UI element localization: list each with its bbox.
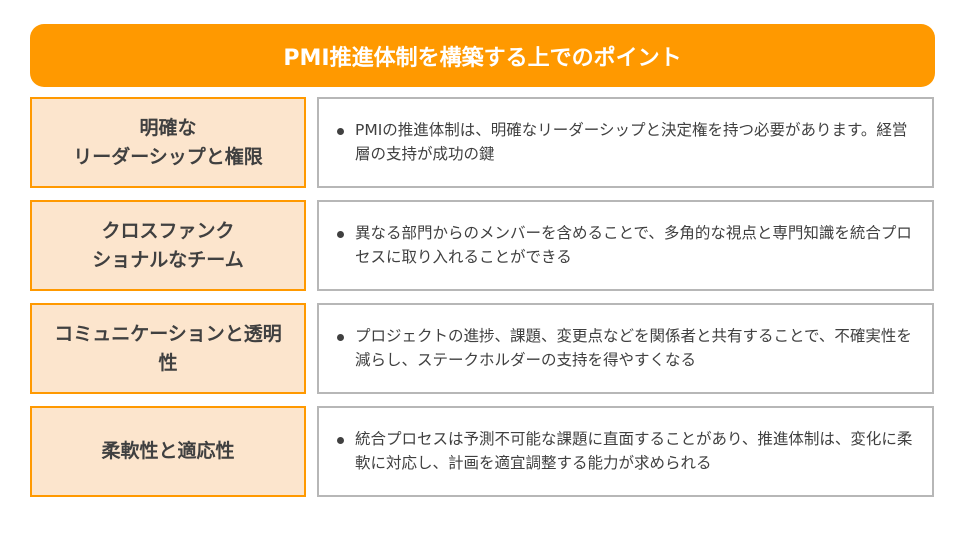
- point-row: 明確な リーダーシップと権限 PMIの推進体制は、明確なリーダーシップと決定権を…: [30, 97, 935, 188]
- bullet-item: PMIの推進体制は、明確なリーダーシップと決定権を持つ必要があります。経営層の支…: [337, 119, 932, 166]
- point-description: PMIの推進体制は、明確なリーダーシップと決定権を持つ必要があります。経営層の支…: [317, 97, 934, 188]
- point-description: 統合プロセスは予測不可能な課題に直面することがあり、推進体制は、変化に柔軟に対応…: [317, 406, 934, 497]
- point-description: プロジェクトの進捗、課題、変更点などを関係者と共有することで、不確実性を減らし、…: [317, 303, 934, 394]
- point-label: 柔軟性と適応性: [30, 406, 306, 497]
- point-label: クロスファンク ショナルなチーム: [30, 200, 306, 291]
- bullet-item: プロジェクトの進捗、課題、変更点などを関係者と共有することで、不確実性を減らし、…: [337, 325, 932, 372]
- bullet-item: 異なる部門からのメンバーを含めることで、多角的な視点と専門知識を統合プロセスに取…: [337, 222, 932, 269]
- point-row: コミュニケーションと透明 性 プロジェクトの進捗、課題、変更点などを関係者と共有…: [30, 303, 935, 394]
- bullet-item: 統合プロセスは予測不可能な課題に直面することがあり、推進体制は、変化に柔軟に対応…: [337, 428, 932, 475]
- point-label: コミュニケーションと透明 性: [30, 303, 306, 394]
- slide-title: PMI推進体制を構築する上でのポイント: [30, 24, 935, 87]
- point-description: 異なる部門からのメンバーを含めることで、多角的な視点と専門知識を統合プロセスに取…: [317, 200, 934, 291]
- point-label: 明確な リーダーシップと権限: [30, 97, 306, 188]
- point-row: クロスファンク ショナルなチーム 異なる部門からのメンバーを含めることで、多角的…: [30, 200, 935, 291]
- point-row: 柔軟性と適応性 統合プロセスは予測不可能な課題に直面することがあり、推進体制は、…: [30, 406, 935, 497]
